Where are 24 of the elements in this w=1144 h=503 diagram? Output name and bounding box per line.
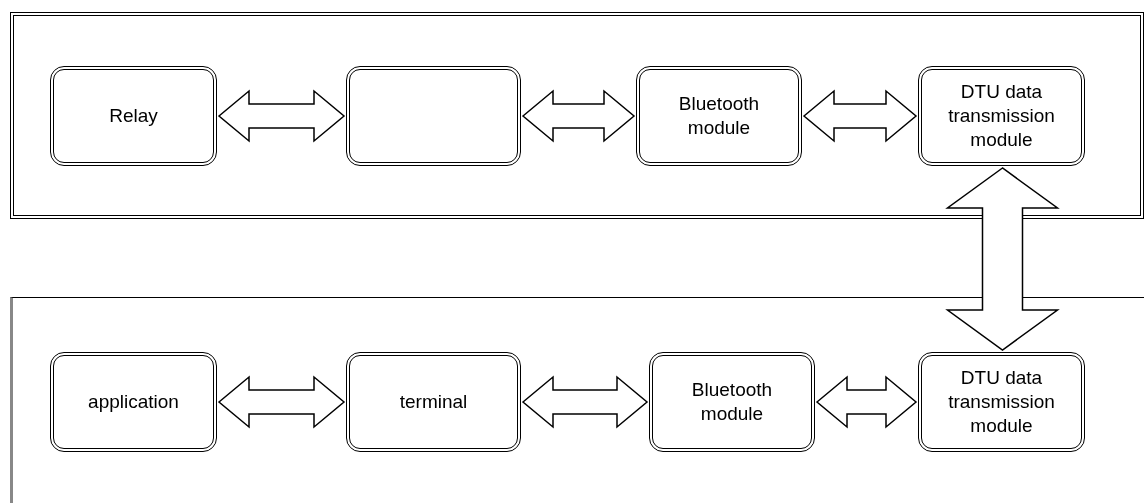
process-box [636,66,802,166]
double-arrow [802,89,918,143]
process-box [346,352,521,452]
double-arrow [521,375,649,429]
box-label: Bluetooth module [690,378,774,426]
box-label: DTU data transmission module [947,80,1056,152]
process-box [918,352,1085,452]
box-label: application [88,390,179,414]
double-arrow [521,89,636,143]
process-box [918,66,1085,166]
box-label: DTU data transmission module [947,366,1056,438]
double-arrow [815,375,918,429]
double-arrow [217,89,346,143]
group-frame [10,297,1144,503]
process-box [50,66,217,166]
double-arrow [945,167,1060,351]
double-arrow [217,375,346,429]
group-frame [10,12,1144,219]
box-label: Bluetooth module [677,92,761,140]
box-label: terminal [399,390,468,414]
process-box [50,352,217,452]
process-box [649,352,815,452]
empty-box [346,66,521,166]
box-label: Relay [109,104,158,128]
